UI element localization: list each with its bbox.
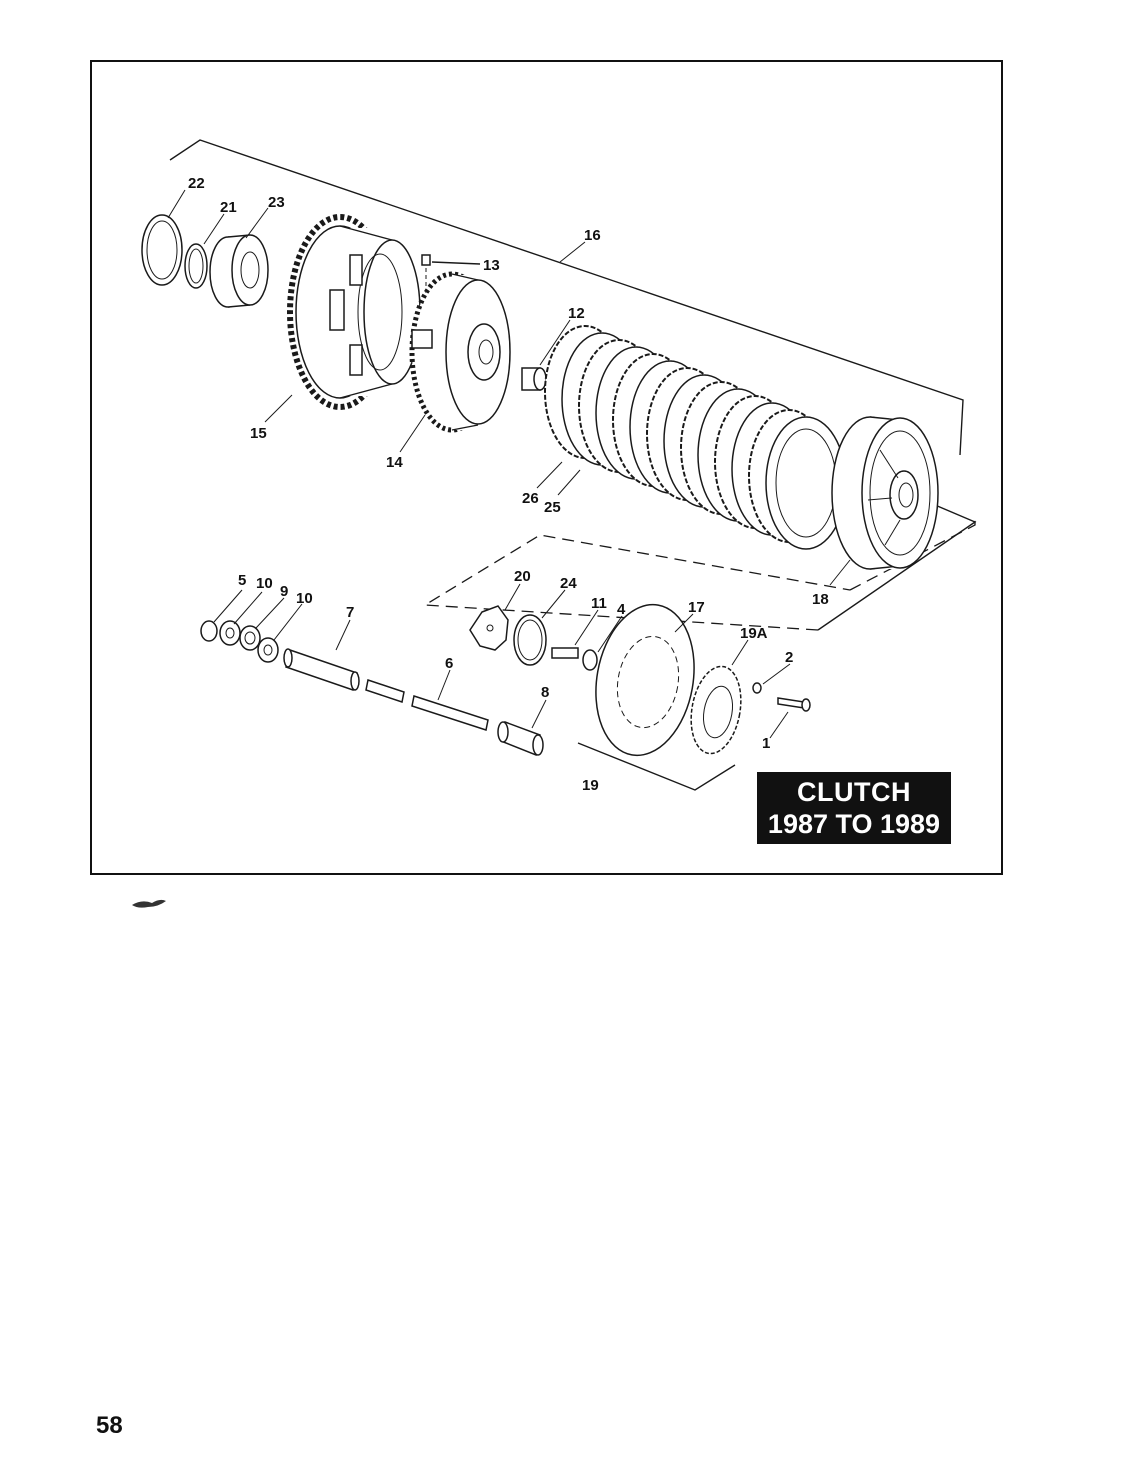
callout-14: 14 xyxy=(386,454,403,471)
callout-12: 12 xyxy=(568,305,585,322)
end-fitting-8 xyxy=(497,720,544,757)
callout-11: 11 xyxy=(591,595,607,612)
callout-10a: 10 xyxy=(256,575,273,592)
adjusting-screw-11 xyxy=(551,647,579,659)
clutch-plate-pack-25-26 xyxy=(544,325,847,550)
ring-24 xyxy=(513,614,547,666)
assembly-bracket xyxy=(169,139,964,456)
callout-23: 23 xyxy=(268,194,285,211)
clutch-exploded-diagram: 22 21 23 16 13 12 15 14 26 25 18 5 10 9 … xyxy=(141,139,977,794)
callout-9: 9 xyxy=(280,583,288,600)
cover-plate-17 xyxy=(595,603,695,757)
callout-19a: 19A xyxy=(740,625,768,642)
gasket-19a xyxy=(690,665,742,755)
bearing-9 xyxy=(239,625,261,651)
pushrod-6 xyxy=(411,695,489,731)
retaining-ring-21 xyxy=(184,243,208,289)
callout-21: 21 xyxy=(220,199,237,216)
callout-4: 4 xyxy=(617,601,626,618)
diagram-subtitle: 1987 TO 1989 xyxy=(767,809,941,839)
clutch-shell-sprocket-15 xyxy=(287,214,421,410)
callout-25: 25 xyxy=(544,499,561,516)
callout-15: 15 xyxy=(250,425,267,442)
callout-13: 13 xyxy=(483,257,500,274)
pushrod-short xyxy=(365,679,405,703)
callout-17: 17 xyxy=(688,599,705,616)
washer-10a xyxy=(219,620,241,646)
page-number: 58 xyxy=(96,1412,123,1439)
callout-22: 22 xyxy=(188,175,205,192)
callout-18: 18 xyxy=(812,591,829,608)
retaining-ring-22 xyxy=(141,214,183,286)
spacer-12 xyxy=(521,367,547,391)
leader-lines xyxy=(167,189,851,739)
retaining-ring-5 xyxy=(200,620,218,642)
callout-16: 16 xyxy=(584,227,601,244)
callout-8: 8 xyxy=(541,684,549,701)
bracket-19 xyxy=(577,742,736,791)
callout-5: 5 xyxy=(238,572,246,589)
nut-4 xyxy=(582,649,598,671)
callout-1: 1 xyxy=(762,735,770,752)
callout-7: 7 xyxy=(346,604,354,621)
callout-labels: 22 21 23 16 13 12 15 14 26 25 18 5 10 9 … xyxy=(188,175,829,794)
washer-2 xyxy=(752,682,762,694)
callout-2: 2 xyxy=(785,649,793,666)
callout-6: 6 xyxy=(445,655,453,672)
ink-smudge xyxy=(132,899,166,908)
washer-10b xyxy=(257,637,279,663)
pressure-plate-18 xyxy=(831,416,939,570)
diagram-title-box: CLUTCH 1987 TO 1989 xyxy=(757,772,951,844)
callout-19: 19 xyxy=(582,777,599,794)
callout-26: 26 xyxy=(522,490,539,507)
pushrod-7 xyxy=(283,648,360,691)
bearing-23 xyxy=(209,234,269,308)
callout-24: 24 xyxy=(560,575,577,592)
callout-10b: 10 xyxy=(296,590,313,607)
clutch-hub-14 xyxy=(409,271,511,433)
callout-20: 20 xyxy=(514,568,531,585)
screw-1 xyxy=(777,697,811,712)
lock-plate-20 xyxy=(469,605,509,651)
diagram-title: CLUTCH xyxy=(797,777,911,807)
